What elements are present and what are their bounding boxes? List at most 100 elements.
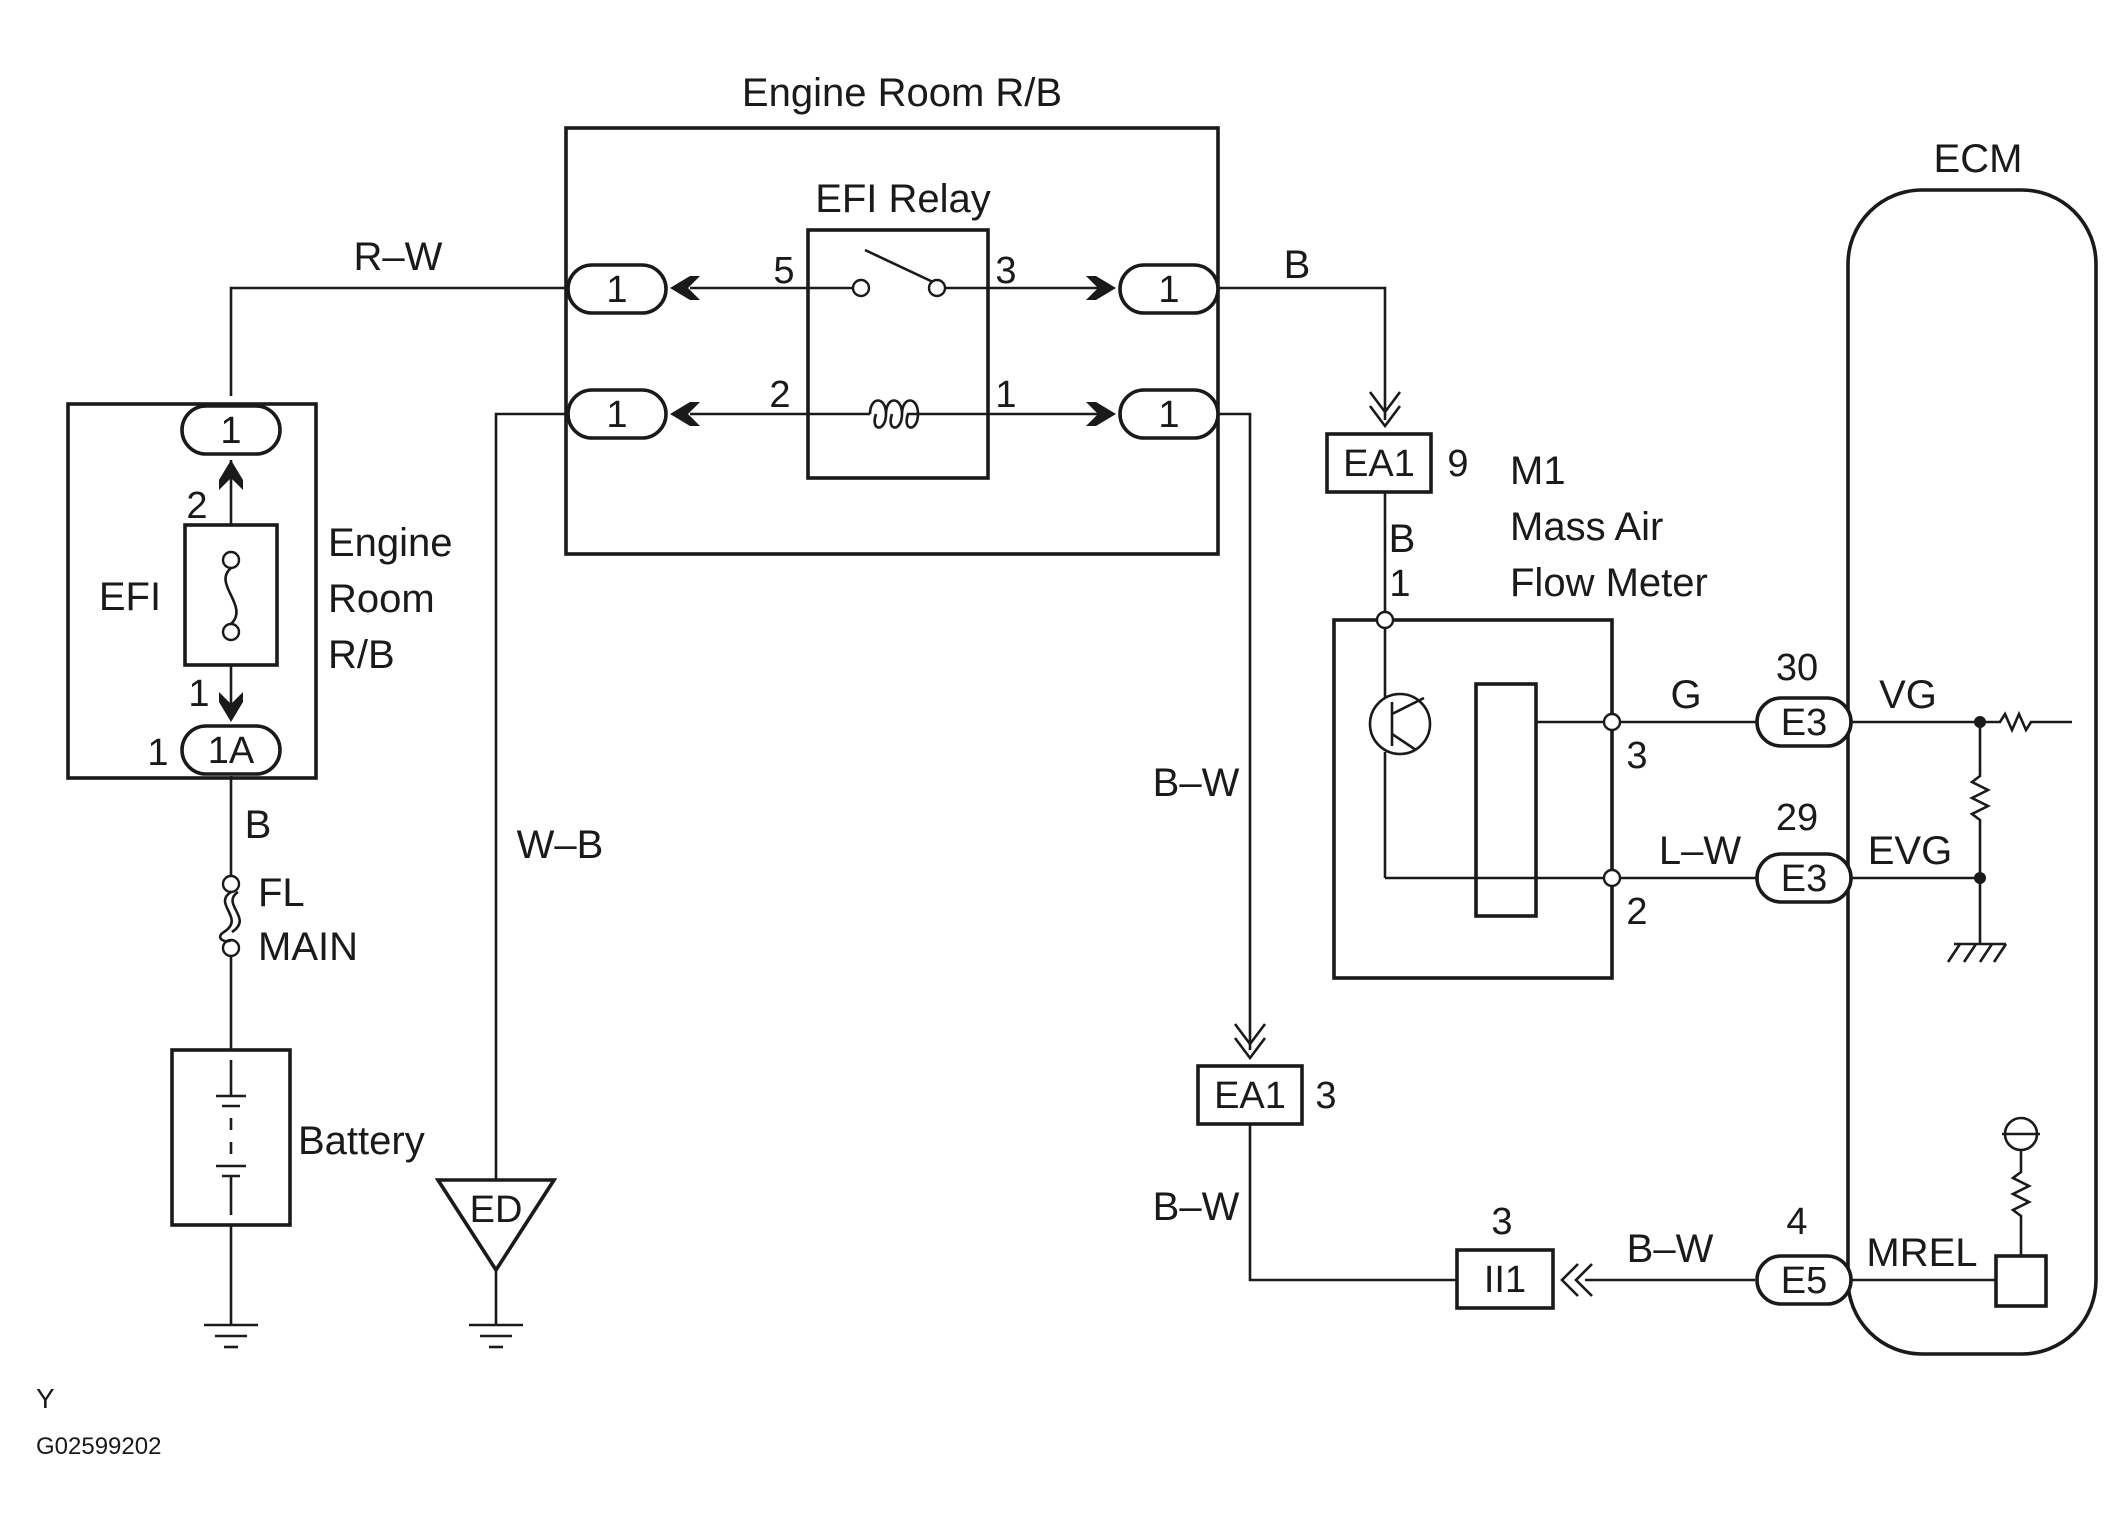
connector-arrow-icon (1368, 391, 1402, 429)
maf-name-line1: Mass Air (1510, 505, 1663, 549)
wire-b-relay-out (1208, 286, 1387, 420)
maf-terminal-3 (1602, 712, 1622, 732)
ecm-terminal-vg: VG (1879, 673, 1937, 717)
fuse-terminal-top (221, 550, 241, 570)
ground-ed-triangle (434, 1178, 558, 1274)
footer-letter: Y (36, 1383, 55, 1414)
arrow-icon (1086, 276, 1116, 300)
connector-efi-bottom-label: 1A (208, 730, 255, 772)
connector-efi-top (180, 404, 282, 456)
fuse-terminal-bottom (221, 622, 241, 642)
efi-fuse-label: EFI (99, 575, 161, 619)
connector-arrow-icon (1560, 1263, 1593, 1297)
efi-fuse-box (183, 523, 279, 667)
mass-air-flow-meter: M1 Mass Air Flow Meter 3 2 (1332, 449, 1708, 980)
fuse-pin-2: 2 (186, 485, 207, 527)
maf-pin-2: 2 (1626, 891, 1647, 933)
wire-bw-upper (1208, 412, 1252, 1050)
connector-rb-right-top (1118, 263, 1220, 315)
connector-rb-left-bottom-label: 1 (606, 394, 627, 436)
fusible-link: FL MAIN (218, 871, 358, 969)
fuse-pin-1: 1 (188, 673, 209, 715)
connector-efi-top-label: 1 (220, 410, 241, 452)
connector-arrow-icon (1233, 1023, 1267, 1061)
relay-pin-5: 5 (773, 250, 794, 292)
ii1-connector: 3 II1 (1455, 1201, 1593, 1310)
maf-terminal-2 (1602, 868, 1622, 888)
arrow-icon (219, 692, 243, 722)
relay-pin-1: 1 (995, 374, 1016, 416)
ground-icon (469, 1323, 523, 1349)
relay-contact-right (927, 278, 947, 298)
wire-label-g: G (1670, 673, 1701, 717)
efi-relay-label: EFI Relay (815, 177, 991, 221)
e3-vg-pin: 30 (1776, 647, 1818, 689)
chassis-ground-icon (1946, 942, 2008, 963)
engine-room-rb-top-title: Engine Room R/B (742, 71, 1062, 115)
ea1-lower-box (1196, 1064, 1304, 1126)
maf-pin-3: 3 (1626, 735, 1647, 777)
wire-bw-lower (1248, 1124, 1457, 1282)
wire-label-lw: L–W (1659, 829, 1741, 873)
connector-rb-right-bottom (1118, 388, 1220, 440)
relay-contact-left (851, 278, 871, 298)
ea1-upper-box (1325, 432, 1433, 494)
arrow-icon (670, 402, 700, 426)
ecm-box (1846, 188, 2098, 1356)
ecm-terminal-evg: EVG (1868, 829, 1952, 873)
ea1-upper: EA1 9 (1325, 391, 1469, 494)
relay-pin-3: 3 (995, 250, 1016, 292)
ii1-label: II1 (1484, 1259, 1526, 1301)
wire-label-rw: R–W (354, 235, 443, 279)
transistor-icon (1368, 692, 1432, 756)
ea1-lower-label: EA1 (1214, 1075, 1286, 1117)
fuse-icon (224, 567, 238, 625)
e3-evg-pin: 29 (1776, 797, 1818, 839)
wires (229, 286, 1757, 1325)
battery-box (170, 1048, 292, 1227)
ecm-terminal-mrel: MREL (1866, 1231, 1977, 1275)
maf-terminal-1 (1375, 610, 1395, 630)
relay-switch-arm (864, 248, 934, 284)
connector-rb-left-top (566, 263, 668, 315)
connector-rb-right-top-label: 1 (1158, 269, 1179, 311)
wire-label-bw-bottom: B–W (1627, 1227, 1714, 1271)
engine-room-rb-left-line3: R/B (328, 633, 395, 677)
arrow-icon (1086, 402, 1116, 426)
ea1-upper-pin: 9 (1447, 443, 1468, 485)
maf-sensor-element (1474, 682, 1538, 918)
relay-pin-2: 2 (769, 374, 790, 416)
e5-pin: 4 (1786, 1201, 1807, 1243)
battery-label: Battery (298, 1119, 425, 1163)
mrel-driver-box (1994, 1254, 2048, 1308)
ii1-box (1455, 1248, 1555, 1310)
main-label: MAIN (258, 925, 358, 969)
arrow-icon (219, 460, 243, 490)
ecm-label: ECM (1934, 137, 2023, 181)
ii1-pin: 3 (1491, 1201, 1512, 1243)
fl-label: FL (258, 871, 305, 915)
ea1-upper-label: EA1 (1343, 443, 1415, 485)
connector-efi-bottom (180, 724, 282, 776)
wire-label-bw-upper: B–W (1153, 761, 1240, 805)
connector-rb-right-bottom-label: 1 (1158, 394, 1179, 436)
ground-icon (204, 1323, 258, 1349)
resistor-icon (1980, 710, 2072, 734)
ecm: ECM 30 E3 29 E3 4 E5 VG EVG (1755, 137, 2098, 1356)
resistor-icon (2010, 1150, 2032, 1256)
connector-e3-evg-label: E3 (1781, 858, 1827, 900)
wire-wb (494, 412, 568, 1180)
engine-room-rb-left-line1: Engine (328, 521, 453, 565)
wire-label-b-maf: B (1389, 517, 1416, 561)
ea1-lower-pin: 3 (1315, 1075, 1336, 1117)
efi-fuse-block: 1 1A EFI 2 1 1 (66, 402, 318, 780)
wire-rw (229, 286, 568, 396)
maf-name-line2: Flow Meter (1510, 561, 1708, 605)
maf-box (1332, 618, 1614, 980)
efi-relay-box (806, 228, 990, 480)
engine-room-rb-top: Engine Room R/B 1 1 1 1 EFI Relay 5 3 2 … (564, 71, 1220, 556)
maf-pin-1: 1 (1389, 563, 1410, 605)
resistor-icon (1969, 722, 1991, 878)
connector-rb-left-bottom (566, 388, 668, 440)
maf-ref: M1 (1510, 449, 1566, 493)
